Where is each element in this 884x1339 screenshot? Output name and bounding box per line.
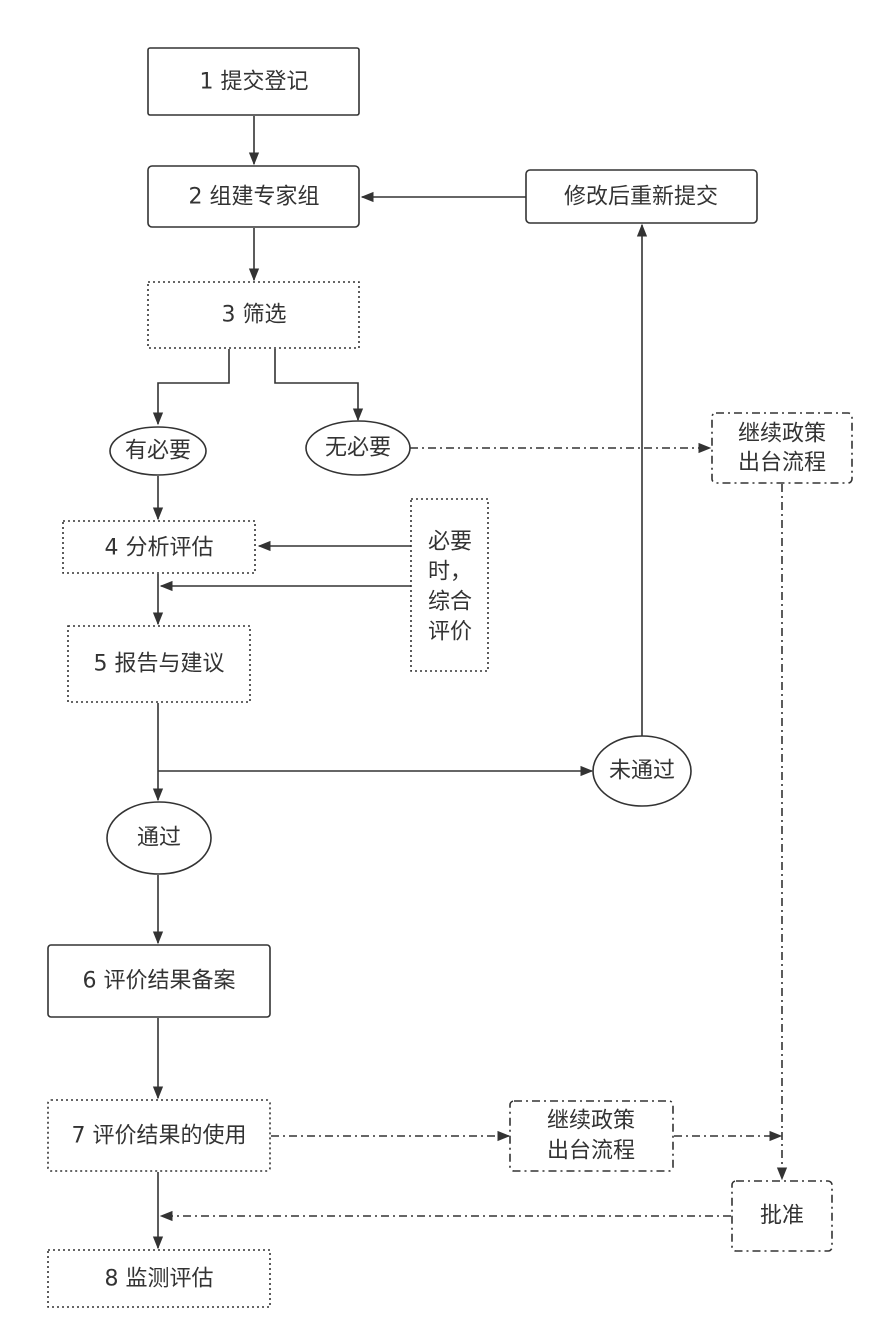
node-approve-label: 批准 [760, 1204, 804, 1229]
node-screening: 3 筛选 [147, 281, 360, 349]
node-expert-group: 2 组建专家组 [147, 165, 360, 228]
node-passed: 通过 [106, 801, 212, 875]
node-continue-top-line-1: 继续政策 [738, 422, 826, 447]
node-comprehensive-line-2: 时， [428, 560, 472, 585]
node-approve: 批准 [731, 1180, 833, 1252]
node-report-label: 5 报告与建议 [94, 652, 225, 677]
node-unnecessary: 无必要 [305, 420, 411, 476]
connectors [152, 116, 788, 1250]
node-comprehensive-line-4: 评价 [428, 620, 472, 645]
node-record: 6 评价结果备案 [47, 944, 271, 1018]
node-monitor: 8 监测评估 [47, 1249, 271, 1308]
node-unnecessary-label: 无必要 [325, 436, 391, 461]
node-necessary-label: 有必要 [125, 439, 191, 464]
node-necessary: 有必要 [109, 426, 207, 476]
node-continue-bottom-line-2: 出台流程 [547, 1139, 635, 1164]
node-resubmit-label: 修改后重新提交 [564, 185, 718, 210]
edge-screening-to-unnecessary [274, 349, 364, 422]
node-failed-label: 未通过 [609, 759, 675, 784]
node-analysis-label: 4 分析评估 [105, 536, 214, 561]
edge-screening-to-necessary [152, 349, 230, 426]
node-use-label: 7 评价结果的使用 [72, 1124, 247, 1149]
node-record-label: 6 评价结果备案 [83, 969, 236, 994]
node-submit: 1 提交登记 [147, 47, 360, 116]
node-expert-group-label: 2 组建专家组 [189, 185, 320, 210]
node-use: 7 评价结果的使用 [47, 1099, 271, 1172]
node-screening-label: 3 筛选 [222, 303, 287, 328]
node-passed-label: 通过 [137, 826, 181, 851]
node-failed: 未通过 [592, 735, 692, 807]
node-comprehensive: 必要 时， 综合 评价 [410, 498, 489, 672]
node-submit-label: 1 提交登记 [200, 70, 309, 95]
node-monitor-label: 8 监测评估 [105, 1267, 214, 1292]
node-comprehensive-line-3: 综合 [428, 590, 472, 615]
node-continue-top-line-2: 出台流程 [738, 451, 826, 476]
node-continue-top: 继续政策 出台流程 [711, 412, 853, 484]
node-resubmit: 修改后重新提交 [525, 169, 758, 224]
node-continue-bottom-line-1: 继续政策 [547, 1109, 635, 1134]
node-comprehensive-line-1: 必要 [428, 530, 472, 555]
node-analysis: 4 分析评估 [62, 520, 256, 574]
node-report: 5 报告与建议 [67, 625, 251, 703]
node-continue-bottom: 继续政策 出台流程 [509, 1100, 674, 1172]
